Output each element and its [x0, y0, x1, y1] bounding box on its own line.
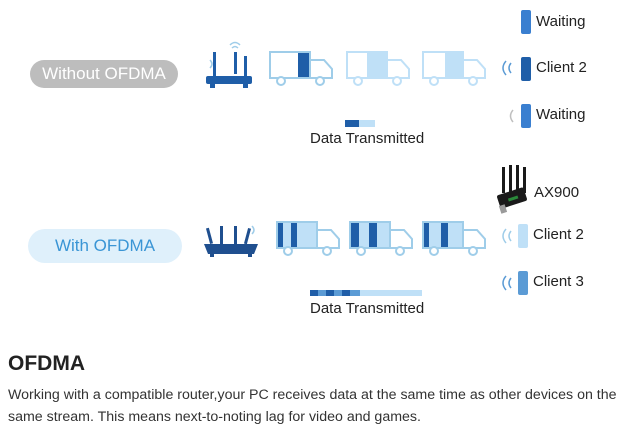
client-device-icon [521, 104, 531, 128]
data-transmitted-bar [345, 120, 375, 127]
client-device-icon [518, 271, 528, 295]
data-transmitted-caption-top: Data Transmitted [310, 130, 425, 147]
section-description: Working with a compatible router,your PC… [8, 387, 617, 425]
section-title: OFDMA [8, 352, 85, 375]
without-ofdma-pill: Without OFDMA [30, 60, 178, 88]
with-ofdma-pill: With OFDMA [28, 229, 182, 263]
truck-icon [269, 51, 333, 86]
usb-adapter-icon [497, 165, 527, 214]
signal-icon [502, 275, 512, 291]
router-icon [204, 225, 258, 257]
truck-icon [422, 51, 486, 86]
client-label-client-3: Client 3 [533, 273, 584, 290]
truck-icon [349, 221, 413, 256]
signal-icon [502, 228, 512, 244]
truck-icon [346, 51, 410, 86]
truck-icon [276, 221, 340, 256]
client-label-client-2-top: Client 2 [536, 59, 587, 76]
client-label-ax900: AX900 [534, 184, 580, 201]
client-label-waiting-1: Waiting [536, 13, 586, 30]
client-label-client-2-bottom: Client 2 [533, 226, 584, 243]
with-ofdma-label: With OFDMA [54, 236, 156, 255]
client-device-icon [518, 224, 528, 248]
client-label-waiting-2: Waiting [536, 106, 586, 123]
client-device-icon [521, 57, 531, 81]
without-ofdma-label: Without OFDMA [42, 64, 166, 83]
data-transmitted-bar [310, 290, 422, 296]
router-icon [206, 41, 252, 88]
truck-icon [422, 221, 486, 256]
signal-icon [502, 60, 512, 76]
client-device-icon [521, 10, 531, 34]
signal-icon [509, 109, 514, 123]
data-transmitted-caption-bottom: Data Transmitted [310, 300, 425, 317]
